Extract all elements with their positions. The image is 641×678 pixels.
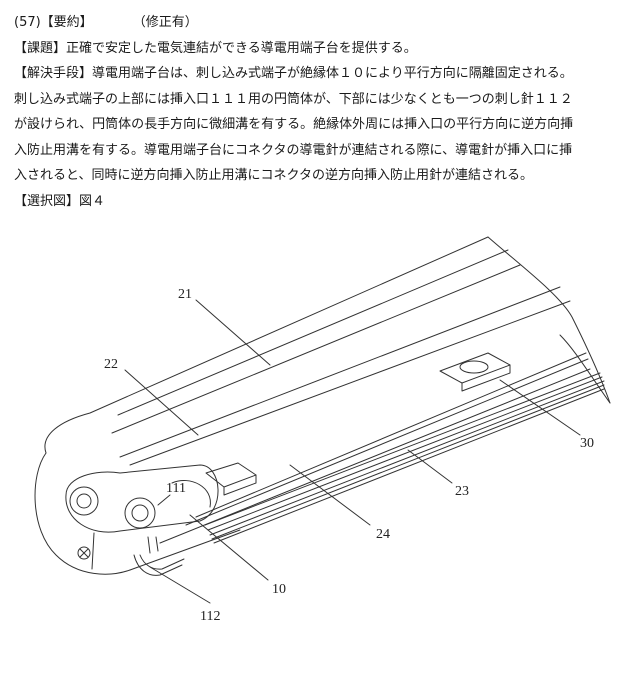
abstract-number: (57)【要約】 (14, 15, 93, 30)
needle-shaft (147, 536, 159, 554)
insertion-port-111 (124, 497, 156, 529)
front-slot-plate (205, 462, 257, 488)
top-face-line-2 (119, 286, 561, 458)
amended-note: （修正有） (132, 15, 198, 30)
solution-line-1: 【解決手段】導電用端子台は、刺し込み式端子が絶縁体１０により平行方向に隔離固定さ… (14, 66, 573, 81)
screw-slot (79, 548, 89, 558)
selected-figure-line: 【選択図】図４ (14, 193, 106, 209)
label-24: 24 (376, 527, 390, 542)
leader-10 (189, 514, 269, 581)
housing-break-line (487, 236, 611, 404)
top-face-line-3 (129, 300, 571, 466)
label-10: 10 (272, 582, 286, 597)
label-112: 112 (200, 609, 220, 624)
cable-strand (209, 380, 605, 536)
screw-head (77, 546, 91, 560)
label-22: 22 (104, 357, 118, 372)
leader-111 (157, 494, 171, 506)
abstract-text: (57)【要約】 （修正有） 【課題】正確で安定した電気連結ができる導電用端子台を… (14, 10, 634, 214)
cable-strand (204, 372, 601, 526)
label-30: 30 (580, 436, 594, 451)
housing-top-edge (44, 236, 489, 454)
slot-hole-30 (459, 360, 489, 374)
leader-24 (289, 464, 371, 526)
leader-22 (124, 369, 199, 436)
leader-21 (195, 299, 271, 366)
insertion-port-left (69, 486, 99, 516)
solution-line-3: が設けられ、円筒体の長手方向に微細溝を有する。絶縁体外周には挿入口の平行方向に逆… (14, 117, 574, 132)
top-face-line (111, 264, 521, 434)
insertion-port-111-inner (131, 504, 149, 522)
insertion-port-left-inner (76, 493, 92, 509)
problem-line: 【課題】正確で安定した電気連結ができる導電用端子台を提供する。 (14, 40, 417, 56)
housing-bottom-front (129, 529, 241, 571)
slot-plate-30-side (461, 364, 511, 392)
insulator-body (65, 464, 219, 533)
solution-line-2: 刺し込み式端子の上部には挿入口１１１用の円筒体が、下部には少なくとも一つの刺し針… (14, 91, 573, 107)
housing-right-face (559, 334, 611, 404)
body-rail-edge-2 (195, 352, 587, 518)
body-lower-edge (159, 368, 591, 544)
leader-112 (149, 566, 211, 604)
label-111: 111 (166, 481, 186, 496)
housing-top-inner-edge (117, 249, 509, 416)
front-slot-plate-side (223, 474, 257, 496)
housing-front-round (34, 452, 131, 575)
leader-23 (407, 449, 453, 484)
cable-strand (207, 376, 603, 531)
terminal-block-drawing: 21 22 111 30 23 24 10 112 (34, 236, 611, 624)
label-23: 23 (455, 484, 469, 499)
insulator-cylinder-top (171, 479, 211, 508)
cable-strand (211, 384, 605, 540)
solution-line-5: 入されると、同時に逆方向挿入防止用溝にコネクタの逆方向挿入防止用針が連結される。 (14, 168, 533, 183)
solution-line-4: 入防止用溝を有する。導電用端子台にコネクタの導電針が連結される際に、導電針が挿入… (14, 142, 573, 158)
patent-figure: 21 22 111 30 23 24 10 112 (0, 225, 641, 678)
abstract-header: (57)【要約】 （修正有） (14, 10, 634, 36)
label-21: 21 (178, 287, 192, 302)
leader-30 (499, 379, 581, 436)
housing-front-seam (91, 532, 95, 570)
cable-strand (213, 388, 605, 544)
piercing-needle-112 (133, 554, 183, 576)
body-rail-edge (185, 358, 589, 526)
slot-plate-30 (439, 352, 511, 384)
